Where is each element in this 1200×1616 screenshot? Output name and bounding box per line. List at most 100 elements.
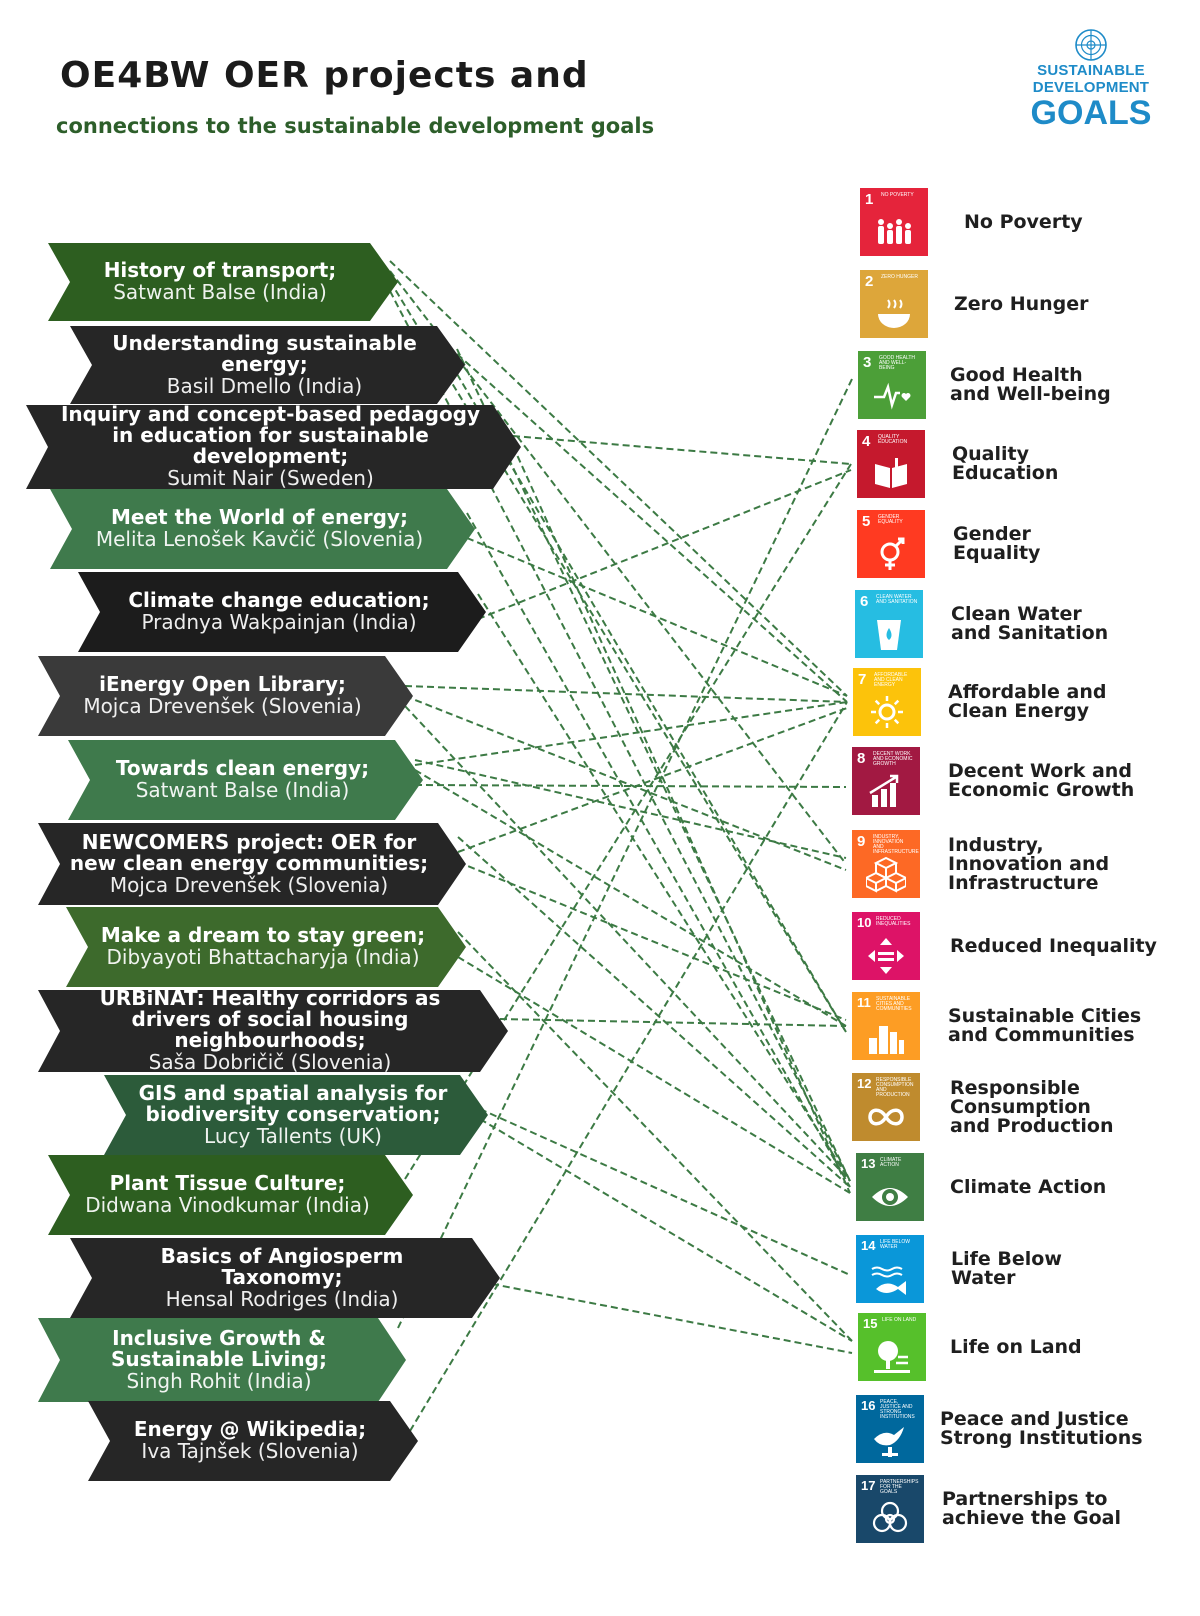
- project-author: Lucy Tallents (UK): [204, 1123, 382, 1148]
- connector-line: [512, 435, 852, 465]
- infinity-icon: [866, 1097, 906, 1137]
- sdg-tile-14: 14 Life Below Water: [856, 1235, 924, 1303]
- project-title: Inquiry and concept-based pedagogy in ed…: [60, 402, 481, 468]
- sdg-tile-12: 12Responsible Consumption and Production: [852, 1073, 920, 1141]
- sdg-label: Quality Education: [952, 443, 1059, 484]
- project-author: Hensal Rodriges (India): [165, 1286, 399, 1311]
- connector-line: [457, 861, 847, 1021]
- sdg-label: Zero Hunger: [954, 292, 1089, 315]
- project-author: Mojca Drevenšek (Slovenia): [83, 694, 362, 718]
- sun-icon: [867, 692, 907, 732]
- sdg-number: 11: [857, 995, 871, 1010]
- connector-line: [457, 931, 853, 1342]
- sdg-number: 13: [861, 1156, 876, 1171]
- sdg-number: 12: [857, 1076, 872, 1091]
- project-title: Make a dream to stay green;: [100, 923, 426, 947]
- sdg-logo-line2: DEVELOPMENT: [1032, 79, 1150, 96]
- connector-line: [479, 1108, 851, 1276]
- project-banner: iEnergy Open Library;Mojca Drevenšek (Sl…: [38, 656, 413, 736]
- sdg-tile-text: Zero Hunger: [881, 274, 918, 280]
- project-banner: NEWCOMERS project: OER for new clean ene…: [38, 823, 466, 905]
- sdg-tile-17: 17Partnerships for the Goals: [856, 1475, 924, 1543]
- connector-line: [409, 701, 848, 1432]
- project-banner: URBiNAT: Healthy corridors as drivers of…: [38, 990, 508, 1072]
- sdg-number: 4: [862, 433, 871, 450]
- project-author: Pradnya Wakpainjan (India): [141, 610, 417, 634]
- connector-line: [457, 956, 851, 1194]
- sdg-number: 8: [857, 750, 866, 767]
- project-title: Towards clean energy;: [115, 756, 370, 780]
- project-banner: Basics of Angiosperm Taxonomy;Hensal Rod…: [70, 1238, 500, 1318]
- sdg-tile-text: Peace, Justice and Strong Institutions: [880, 1399, 915, 1420]
- project-title: Meet the World of energy;: [111, 505, 408, 529]
- project-banner: Towards clean energy;Satwant Balse (Indi…: [68, 740, 423, 820]
- sdg-label: Climate Action: [950, 1175, 1107, 1198]
- sdg-number: 14: [861, 1238, 876, 1253]
- project-banner: Understanding sustainable energy;Basil D…: [70, 326, 465, 404]
- project-banner: Inclusive Growth & Sustainable Living;Si…: [38, 1318, 406, 1402]
- sdg-tile-13: 13Climate Action: [856, 1153, 924, 1221]
- project-banner: History of transport;Satwant Balse (Indi…: [48, 243, 398, 321]
- project-title: iEnergy Open Library;: [99, 672, 346, 696]
- sdg-tile-10: 10Reduced Inequalities: [852, 912, 920, 980]
- project-author: Iva Tajnšek (Slovenia): [141, 1439, 359, 1463]
- sdg-tile-16: 16 Peace, Justice and Strong Institutions: [856, 1395, 924, 1463]
- sdg-tile-15: 15Life On Land: [858, 1313, 926, 1381]
- connector-line: [499, 1018, 847, 1027]
- sdg-label: Life Below Water: [951, 1248, 1062, 1289]
- sdg-number: 6: [860, 593, 869, 610]
- gender-icon: [871, 534, 911, 574]
- connector-line: [414, 759, 847, 859]
- project-title: GIS and spatial analysis for biodiversit…: [138, 1080, 448, 1126]
- sdg-number: 16: [861, 1398, 876, 1413]
- sdg-tile-2: 2 Zero Hunger: [860, 270, 928, 338]
- project-title: Understanding sustainable energy;: [112, 330, 417, 376]
- project-author: Saša Dobričič (Slovenia): [148, 1050, 392, 1074]
- sdg-label: Affordable and Clean Energy: [948, 681, 1107, 722]
- sdg-number: 17: [861, 1478, 876, 1493]
- project-banner: Make a dream to stay green;Dibyayoti Bha…: [66, 907, 466, 987]
- project-title: NEWCOMERS project: OER for new clean ene…: [69, 829, 429, 875]
- bowl-icon: [874, 294, 914, 334]
- project-author: Singh Rohit (India): [126, 1368, 312, 1393]
- sdg-number: 2: [865, 273, 874, 290]
- connector-line: [404, 463, 852, 1180]
- connector-line: [456, 353, 848, 703]
- connector-line: [466, 512, 851, 1188]
- sdg-number: 7: [858, 671, 867, 688]
- fish-icon: [870, 1259, 910, 1299]
- connector-line: [414, 784, 847, 788]
- connector-line: [477, 593, 851, 1182]
- sdg-tile-text: Gender Equality: [878, 514, 903, 525]
- project-banner: Energy @ Wikipedia;Iva Tajnšek (Slovenia…: [88, 1401, 418, 1481]
- water-icon: [869, 614, 909, 654]
- flower-rings-icon: [870, 1499, 910, 1539]
- project-banner: Meet the World of energy;Melita Lenošek …: [50, 489, 475, 569]
- sdg-tile-9: 9Industry, Innovation and Infrastructure: [852, 830, 920, 898]
- connector-line: [389, 280, 847, 1033]
- sdg-tile-text: Life Below Water: [880, 1239, 911, 1250]
- connector-line: [457, 707, 848, 853]
- project-author: Basil Dmello (India): [166, 373, 363, 398]
- sdg-number: 5: [862, 513, 871, 530]
- sdg-tile-text: Industry, Innovation and Infrastructure: [873, 834, 919, 855]
- project-title: Plant Tissue Culture;: [109, 1171, 346, 1195]
- project-author: Satwant Balse (India): [135, 778, 350, 802]
- sdg-tile-text: No Poverty: [881, 192, 914, 198]
- cubes-icon: [863, 854, 909, 894]
- sdg-logo-line1: SUSTAINABLE: [1037, 62, 1145, 79]
- un-emblem-icon: [1075, 29, 1107, 61]
- sdg-label: Industry, Innovation and Infrastructure: [948, 833, 1110, 894]
- sdg-label: Gender Equality: [953, 523, 1041, 564]
- sdg-tile-3: 3Good Health and Well-being: [858, 351, 926, 419]
- sdg-tile-text: Sustainable Cities and Communities: [876, 996, 912, 1012]
- sdg-number: 1: [865, 191, 874, 208]
- project-title: Inclusive Growth & Sustainable Living;: [111, 1325, 327, 1371]
- sdg-tile-8: 8Decent Work and Economic Growth: [852, 747, 920, 815]
- sdg-tile-text: Reduced Inequalities: [876, 916, 911, 927]
- connector-line: [389, 260, 848, 697]
- project-banner: Plant Tissue Culture;Didwana Vinodkumar …: [48, 1155, 413, 1235]
- sdg-tile-5: 5 Gender Equality: [857, 510, 925, 578]
- sdg-label: Decent Work and Economic Growth: [948, 760, 1135, 801]
